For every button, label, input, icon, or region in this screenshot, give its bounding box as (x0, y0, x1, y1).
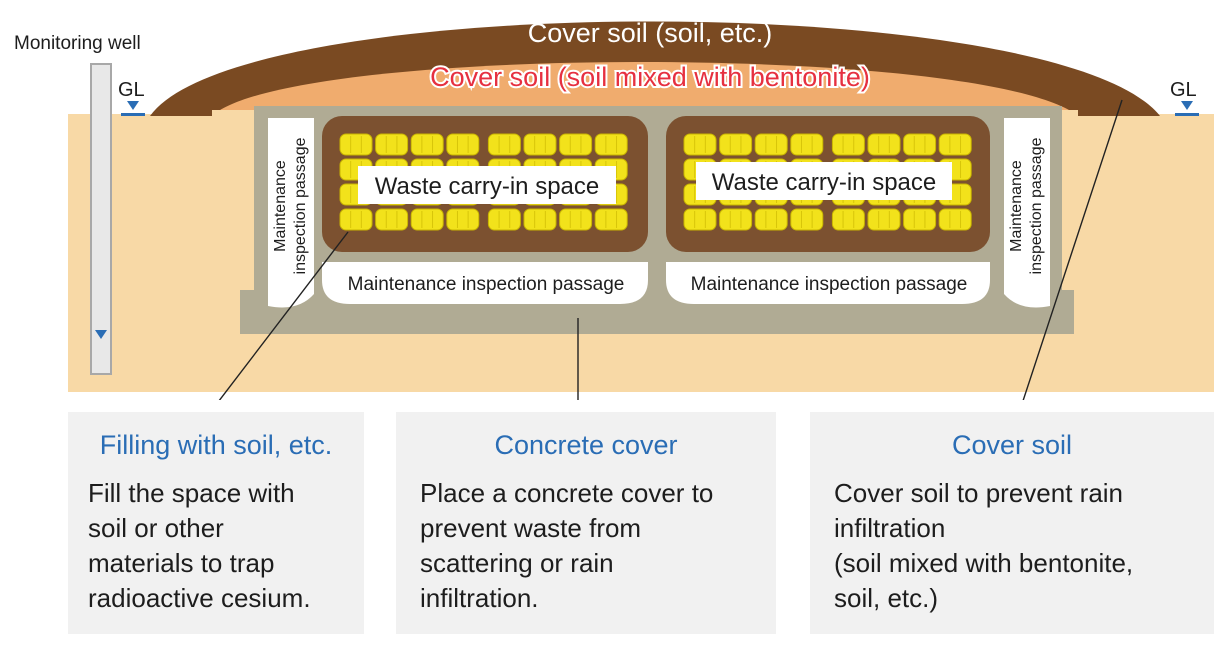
waste-bag (754, 208, 788, 231)
concrete-box-body: Place a concrete cover to prevent waste … (420, 478, 714, 613)
filling-box-body: Fill the space with soil or other materi… (88, 478, 311, 613)
waste-bag (594, 133, 628, 156)
waste-space-label-right: Waste carry-in space (712, 169, 937, 196)
waste-bag (903, 208, 937, 231)
waste-bag (487, 133, 521, 156)
filling-info-box: Filling with soil, etc. Fill the space w… (68, 412, 364, 634)
passage-label-side-right-line1: Maintenance (1008, 160, 1025, 252)
gl-line-right (1175, 113, 1199, 116)
waste-bag (339, 133, 373, 156)
passage-label-side-left-line2: inspection passage (292, 137, 309, 274)
concrete-info-box: Concrete cover Place a concrete cover to… (396, 412, 776, 634)
waste-bag (790, 133, 824, 156)
gl-label-right: GL (1170, 79, 1197, 101)
waste-bag (719, 133, 753, 156)
water-level-marker (95, 330, 107, 339)
waste-label-bg-left (358, 166, 616, 204)
gl-marker-left-icon (127, 101, 139, 110)
cover-soil-bentonite-layer (212, 62, 1078, 116)
waste-bag (410, 133, 444, 156)
bottom-passage-left (322, 262, 648, 304)
cover-soil-bentonite-label: Cover soil (soil mixed with bentonite) (430, 62, 870, 92)
leader-line-filling (218, 231, 349, 400)
cover-soil-box-title: Cover soil (951, 430, 1073, 460)
waste-bag (375, 133, 409, 156)
gl-line-left (121, 113, 145, 116)
waste-bag (790, 208, 824, 231)
waste-bag (683, 133, 717, 156)
waste-bag (523, 208, 557, 231)
filling-box-title: Filling with soil, etc. (99, 430, 333, 460)
waste-bag (831, 208, 865, 231)
waste-bag (339, 208, 373, 231)
waste-space-label-left: Waste carry-in space (375, 173, 600, 200)
waste-bag (446, 133, 480, 156)
waste-bag (559, 133, 593, 156)
waste-bag (446, 208, 480, 231)
passage-label-side-left-line1: Maintenance (272, 160, 289, 252)
waste-bag (375, 208, 409, 231)
monitoring-well-label: Monitoring well (14, 33, 141, 54)
side-passage-right (1004, 118, 1050, 308)
bottom-passage-right (666, 262, 990, 304)
gl-marker-right-icon (1181, 101, 1193, 110)
cover-soil-info-box: Cover soil Cover soil to prevent rain in… (810, 412, 1214, 634)
waste-bag (523, 133, 557, 156)
gl-label-left: GL (118, 79, 145, 101)
landfill-cross-section-diagram: Waste carry-in space Waste carry-in spac… (14, 18, 1214, 400)
passage-label-side-right-line2: inspection passage (1028, 137, 1045, 274)
waste-bag (867, 208, 901, 231)
waste-bag (867, 133, 901, 156)
waste-bag (938, 133, 972, 156)
cover-soil-box-body: Cover soil to prevent rain infiltration … (834, 478, 1134, 613)
waste-bag (559, 208, 593, 231)
concrete-box-title: Concrete cover (494, 430, 678, 460)
waste-bag (683, 208, 717, 231)
waste-bag (831, 133, 865, 156)
waste-bag (903, 133, 937, 156)
waste-bag (410, 208, 444, 231)
waste-bag (594, 208, 628, 231)
monitoring-well-pipe (90, 63, 112, 375)
waste-bag (487, 208, 521, 231)
waste-bag (938, 208, 972, 231)
waste-label-bg-right (696, 162, 952, 200)
waste-bag (719, 208, 753, 231)
passage-label-bottom-left: Maintenance inspection passage (348, 274, 625, 295)
leader-line-cover-soil (1022, 99, 1123, 400)
cover-soil-top-label: Cover soil (soil, etc.) (528, 18, 773, 48)
passage-label-bottom-right: Maintenance inspection passage (691, 274, 968, 295)
side-passage-left (268, 118, 314, 308)
waste-bag (754, 133, 788, 156)
